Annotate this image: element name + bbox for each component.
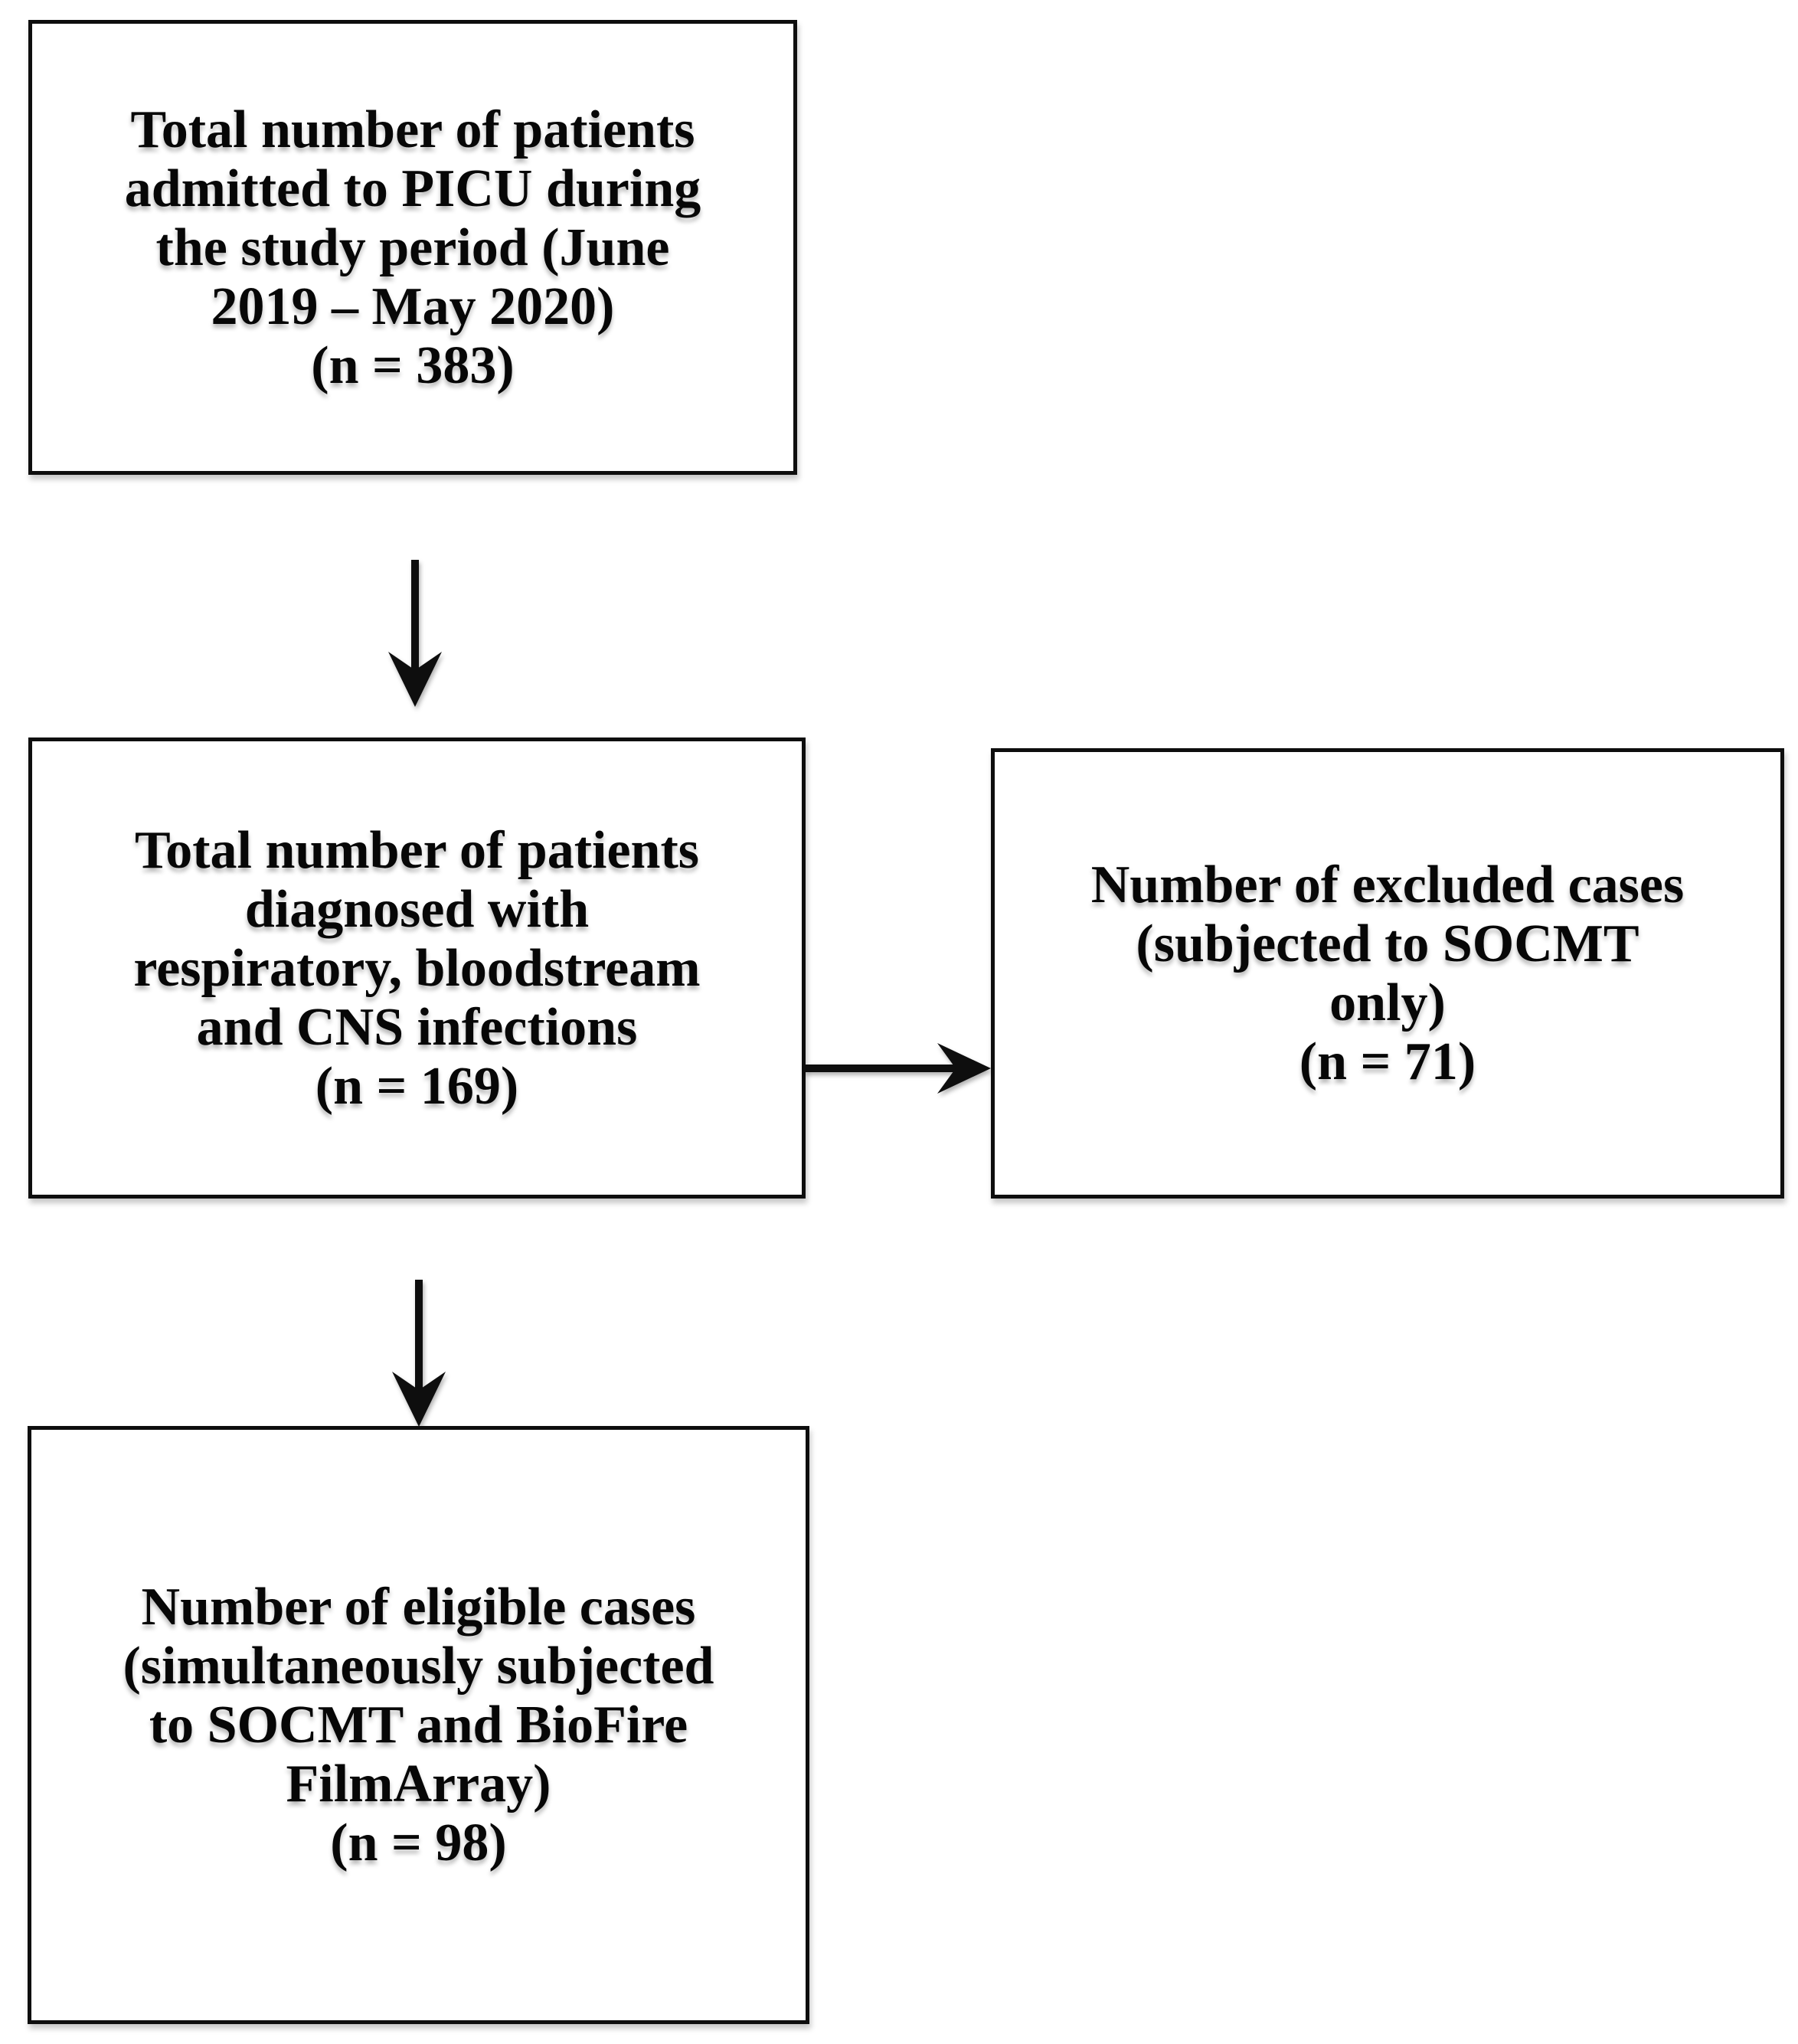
arrow-right-icon [804, 1043, 991, 1094]
arrow-head [937, 1043, 991, 1094]
box-excluded: Number of excluded cases (subjected to S… [991, 748, 1784, 1199]
arrow-down-icon [392, 1280, 446, 1427]
box-excluded-text: Number of excluded cases (subjected to S… [1090, 855, 1685, 1091]
box-eligible-text: Number of eligible cases (simultaneously… [123, 1578, 714, 1872]
arrow-down-icon [388, 560, 442, 707]
box-diagnosed: Total number of patients diagnosed with … [28, 737, 806, 1199]
box-total-admitted-text: Total number of patients admitted to PIC… [124, 100, 701, 395]
box-eligible: Number of eligible cases (simultaneously… [28, 1426, 809, 2024]
arrow-head [392, 1372, 446, 1427]
arrow-head [388, 652, 442, 707]
box-total-admitted: Total number of patients admitted to PIC… [28, 20, 797, 475]
box-diagnosed-text: Total number of patients diagnosed with … [133, 820, 701, 1116]
